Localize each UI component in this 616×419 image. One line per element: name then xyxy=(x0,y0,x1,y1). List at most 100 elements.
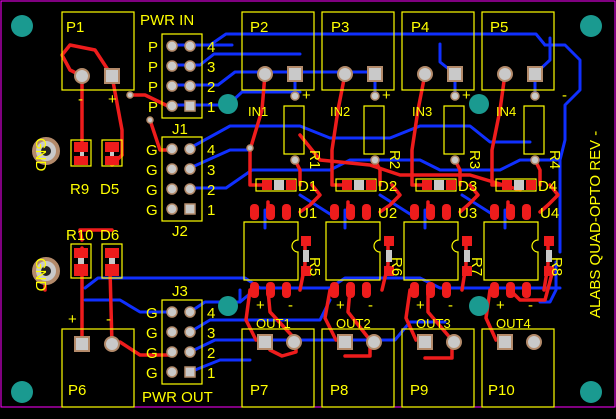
label-d3: D3 xyxy=(458,178,477,195)
mount-hole-mid3 xyxy=(218,296,238,316)
terminal-p2-outline xyxy=(241,11,315,91)
r1-outline xyxy=(283,105,305,155)
d6-outline xyxy=(101,243,123,279)
label-j2: J2 xyxy=(172,223,188,240)
label-r3: R3 xyxy=(466,150,483,169)
label-in4: IN4 xyxy=(496,104,516,119)
label-p2: P2 xyxy=(250,19,268,36)
label-d6: D6 xyxy=(100,227,119,244)
label-p1: P1 xyxy=(66,19,84,36)
silkscreen-rotated-labels: R1 R2 R3 R4 R5 R6 R7 R8 GND GND ALABS QU… xyxy=(32,131,604,318)
j3-pin-name-2: G xyxy=(146,345,158,362)
out2-plus: + xyxy=(336,297,345,314)
gnd-test-points xyxy=(32,137,60,285)
silkscreen-labels: P1 P2 P3 P4 P5 P6 P7 P8 P9 P10 PWR IN PW… xyxy=(66,12,567,406)
label-u1: U1 xyxy=(298,205,317,222)
label-out2: OUT2 xyxy=(336,316,371,331)
u2-outline xyxy=(325,221,381,281)
terminal-p10-outline xyxy=(481,328,555,408)
j2-pin-name-1: G xyxy=(146,202,158,219)
j2-pin-name-4: G xyxy=(146,142,158,159)
out4-plus: + xyxy=(496,297,505,314)
p1-minus: - xyxy=(78,91,83,108)
out3-plus: + xyxy=(416,297,425,314)
label-in3: IN3 xyxy=(412,104,432,119)
label-out4: OUT4 xyxy=(496,316,531,331)
label-r4: R4 xyxy=(546,150,563,169)
mount-hole-br xyxy=(580,381,602,403)
p2-plus: + xyxy=(302,87,311,104)
silkscreen-outlines xyxy=(61,11,555,408)
label-p9: P9 xyxy=(410,382,428,399)
label-gnd-upper: GND xyxy=(32,138,49,172)
j3-pin-num-1: 1 xyxy=(207,365,215,382)
gnd-drill-lower xyxy=(41,266,51,276)
header-j2-outline xyxy=(161,136,203,222)
label-r2: R2 xyxy=(386,150,403,169)
label-out1: OUT1 xyxy=(256,316,291,331)
mount-holes xyxy=(11,15,602,403)
label-r7: R7 xyxy=(468,257,485,276)
p4-plus: + xyxy=(462,87,471,104)
header-pins xyxy=(166,40,196,378)
terminal-p6-outline xyxy=(61,328,135,408)
p1-plus: + xyxy=(108,91,117,108)
mount-hole-tr xyxy=(580,15,602,37)
resistor-bodies xyxy=(78,152,552,264)
r9-outline xyxy=(70,139,92,167)
j1-pin-num-1: 1 xyxy=(207,99,215,116)
label-gnd-lower: GND xyxy=(32,258,49,292)
label-r1: R1 xyxy=(306,150,323,169)
j3-pin-num-4: 4 xyxy=(207,305,215,322)
p6-plus: + xyxy=(68,311,77,328)
j2-pin-num-1: 1 xyxy=(207,202,215,219)
r4-outline xyxy=(523,105,545,155)
out1-minus: - xyxy=(288,297,293,314)
header-j3-outline xyxy=(161,299,203,385)
p5-minus: - xyxy=(562,87,567,104)
label-u4: U4 xyxy=(540,205,559,222)
label-j1: J1 xyxy=(172,121,188,138)
label-d5: D5 xyxy=(100,181,119,198)
label-pwr-out: PWR OUT xyxy=(142,389,213,406)
terminal-p7-outline xyxy=(241,328,315,408)
j1-pin-name-3: P xyxy=(148,59,158,76)
j1-pin-num-4: 4 xyxy=(207,39,215,56)
out4-minus: - xyxy=(528,297,533,314)
board-outline xyxy=(0,0,616,408)
label-d1: D1 xyxy=(298,178,317,195)
header-j1-outline xyxy=(161,33,203,119)
label-p4: P4 xyxy=(411,19,429,36)
r10-outline xyxy=(70,243,92,279)
j2-pin-num-3: 3 xyxy=(207,162,215,179)
j3-pin-name-4: G xyxy=(146,305,158,322)
out3-minus: - xyxy=(448,297,453,314)
vias xyxy=(126,91,540,165)
mount-hole-mid4 xyxy=(469,296,489,316)
label-r8: R8 xyxy=(548,257,565,276)
label-p7: P7 xyxy=(250,382,268,399)
terminal-p8-outline xyxy=(321,328,395,408)
label-p6: P6 xyxy=(68,382,86,399)
label-r6: R6 xyxy=(388,257,405,276)
j3-pin-num-3: 3 xyxy=(207,325,215,342)
label-d4: D4 xyxy=(538,178,557,195)
mount-hole-mid1 xyxy=(218,94,238,114)
j2-pin-num-2: 2 xyxy=(207,182,215,199)
j2-pin-num-4: 4 xyxy=(207,142,215,159)
j3-pin-name-1: G xyxy=(146,365,158,382)
label-r9: R9 xyxy=(70,181,89,198)
mount-hole-bl xyxy=(11,381,33,403)
j3-pin-name-3: G xyxy=(146,325,158,342)
label-out3: OUT3 xyxy=(416,316,451,331)
out1-plus: + xyxy=(256,297,265,314)
d5-outline xyxy=(101,139,123,167)
terminal-p9-outline xyxy=(401,328,475,408)
terminal-p3-outline xyxy=(321,11,395,91)
j2-pin-name-2: G xyxy=(146,182,158,199)
mount-hole-tl xyxy=(11,15,33,37)
p6-minus: - xyxy=(106,311,111,328)
u3-outline xyxy=(403,221,459,281)
label-p10: P10 xyxy=(488,382,515,399)
